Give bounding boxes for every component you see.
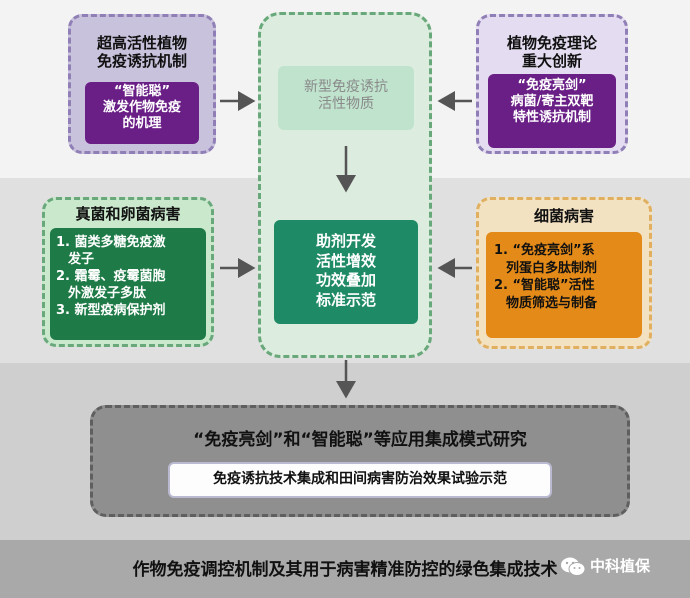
center-bottom-box: [274, 220, 418, 324]
integration-subtitle: 免疫诱抗技术集成和田间病害防治效果试验示范: [213, 471, 507, 487]
mid-right-title: 细菌病害: [533, 207, 594, 225]
center-bottom-line: 助剂开发: [315, 232, 376, 250]
mid-left-list-line: 外激发子多肽: [68, 285, 147, 301]
mid-left-list-line: 发子: [68, 251, 95, 267]
top-left-inner-line: “智能聪”: [113, 84, 171, 99]
integration-subtitle-box: [168, 462, 552, 498]
mid-left-list-line: 2. 霜霉、疫霉菌胞: [56, 268, 166, 284]
center-top-text: 新型免疫诱抗 活性物质: [278, 79, 414, 113]
center-bottom-line: 标准示范: [315, 290, 376, 309]
top-right-title: 植物免疫理论 重大创新: [476, 34, 628, 71]
top-right-title-line: 植物免疫理论: [506, 34, 597, 52]
mid-right-list: 1. “免疫亮剑”系 列蛋白多肽制剂 2. “智能聪”活性 物质筛选与制备: [494, 242, 640, 312]
center-top-line: 新型免疫诱抗: [304, 79, 388, 95]
center-top-line: 活性物质: [318, 96, 374, 113]
top-right-inner-line: 病菌/寄主双靶: [510, 93, 594, 109]
mid-left-list-line: 1. 菌类多糖免疫激: [56, 235, 166, 250]
mid-right-list-line: 物质筛选与制备: [506, 295, 598, 311]
top-right-title-line: 重大创新: [521, 52, 582, 71]
center-bottom-text: 助剂开发 活性增效 功效叠加 标准示范: [274, 232, 418, 310]
top-right-inner-line: “免疫亮剑”: [517, 78, 587, 93]
mid-right-inner-box: [486, 232, 642, 338]
integration-title: “免疫亮剑”和“智能聪”等应用集成模式研究: [193, 430, 527, 450]
top-left-inner-line: 激发作物免疫: [102, 99, 181, 115]
mid-right-list-line: 1. “免疫亮剑”系: [494, 243, 595, 258]
top-left-title: 超高活性植物 免疫诱抗机制: [68, 34, 216, 71]
mid-left-inner-box: [50, 228, 206, 340]
top-left-title-line: 超高活性植物: [96, 34, 187, 52]
mid-left-title: 真菌和卵菌病害: [75, 205, 181, 223]
center-bottom-line: 功效叠加: [315, 271, 376, 289]
mid-left-list-line: 3. 新型疫病保护剂: [56, 302, 166, 318]
top-left-inner-text: “智能聪” 激发作物免疫 的机理: [85, 84, 199, 132]
mid-right-list-line: 列蛋白多肽制剂: [506, 260, 598, 276]
watermark-text: 中科植保: [590, 557, 651, 575]
mid-right-list-line: 2. “智能聪”活性: [494, 278, 595, 294]
wechat-icon: [561, 557, 586, 576]
top-left-inner-line: 的机理: [122, 115, 162, 131]
top-right-inner-line: 特性诱抗机制: [512, 109, 591, 125]
mid-left-list: 1. 菌类多糖免疫激 发子 2. 霜霉、疫霉菌胞 外激发子多肽 3. 新型疫病保…: [56, 235, 204, 319]
top-left-title-line: 免疫诱抗机制: [96, 52, 187, 71]
center-top-box: [278, 66, 414, 130]
top-right-inner-box: [488, 74, 616, 148]
top-left-inner-box: [85, 82, 199, 144]
center-bottom-line: 活性增效: [315, 251, 376, 270]
bottom-title: 作物免疫调控机制及其用于病害精准防控的绿色集成技术: [132, 560, 558, 580]
top-right-inner-text: “免疫亮剑” 病菌/寄主双靶 特性诱抗机制: [488, 78, 616, 126]
watermark: 中科植保: [560, 554, 680, 582]
integration-box: [90, 405, 630, 517]
